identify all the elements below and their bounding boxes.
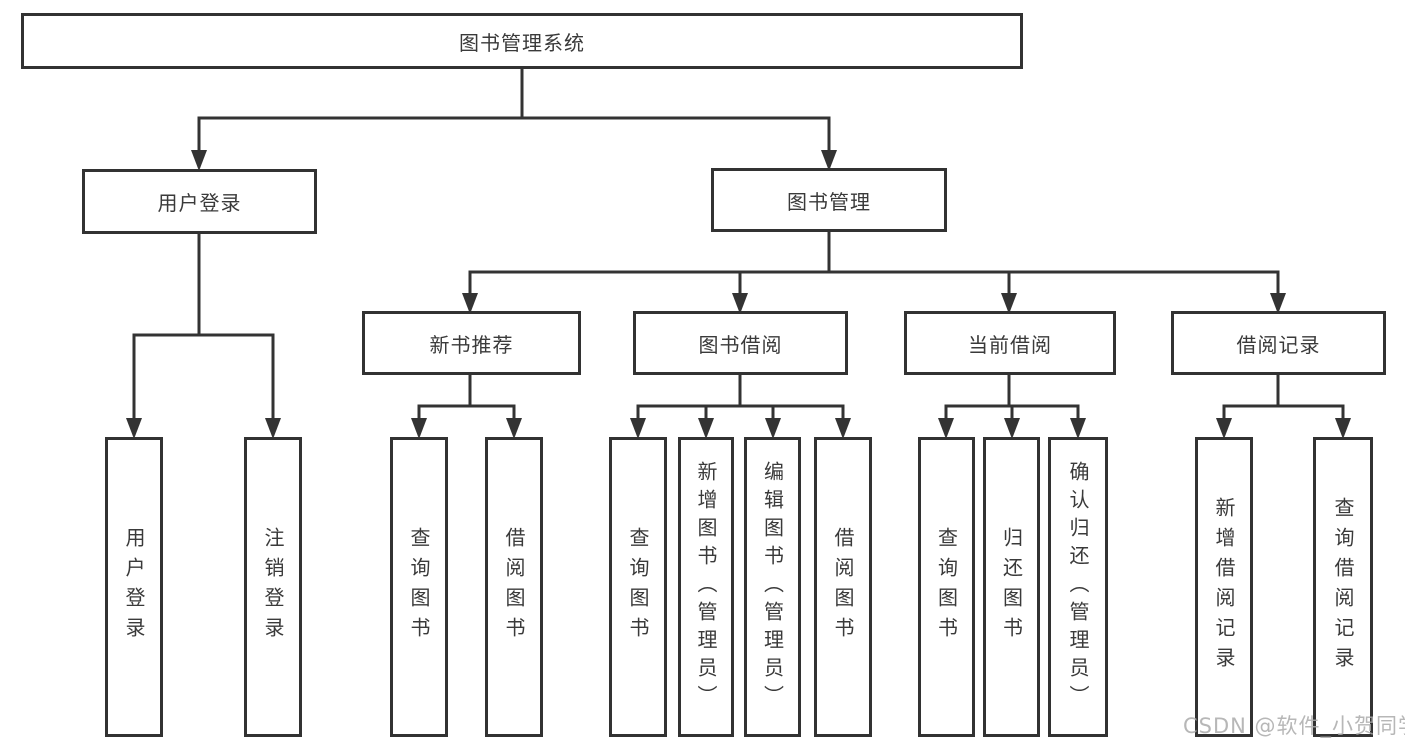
node-user-login: 用户登录: [82, 169, 317, 234]
leaf-current-query-books: 查询图书: [918, 437, 975, 737]
leaf-borrow-query-books: 查询图书: [609, 437, 667, 737]
node-book-borrow: 图书借阅: [633, 311, 848, 375]
leaf-add-borrow-record: 新增借阅记录: [1195, 437, 1253, 737]
leaf-recommend-query-books: 查询图书: [390, 437, 448, 737]
node-book-management: 图书管理: [711, 168, 947, 232]
leaf-add-book-admin: 新增图书（管理员）: [678, 437, 734, 737]
node-root-library-management-system: 图书管理系统: [21, 13, 1023, 69]
csdn-watermark: CSDN @软件_小贺同学: [1183, 714, 1405, 738]
leaf-return-books: 归还图书: [983, 437, 1040, 737]
leaf-logout: 注销登录: [244, 437, 302, 737]
node-new-book-recommend: 新书推荐: [362, 311, 581, 375]
leaf-edit-book-admin: 编辑图书（管理员）: [744, 437, 801, 737]
leaf-confirm-return-admin: 确认归还（管理员）: [1048, 437, 1108, 737]
node-current-borrow: 当前借阅: [904, 311, 1116, 375]
leaf-borrow-borrow-books: 借阅图书: [814, 437, 872, 737]
node-borrow-records: 借阅记录: [1171, 311, 1386, 375]
leaf-recommend-borrow-books: 借阅图书: [485, 437, 543, 737]
leaf-user-login: 用户登录: [105, 437, 163, 737]
leaf-query-borrow-record: 查询借阅记录: [1313, 437, 1373, 737]
